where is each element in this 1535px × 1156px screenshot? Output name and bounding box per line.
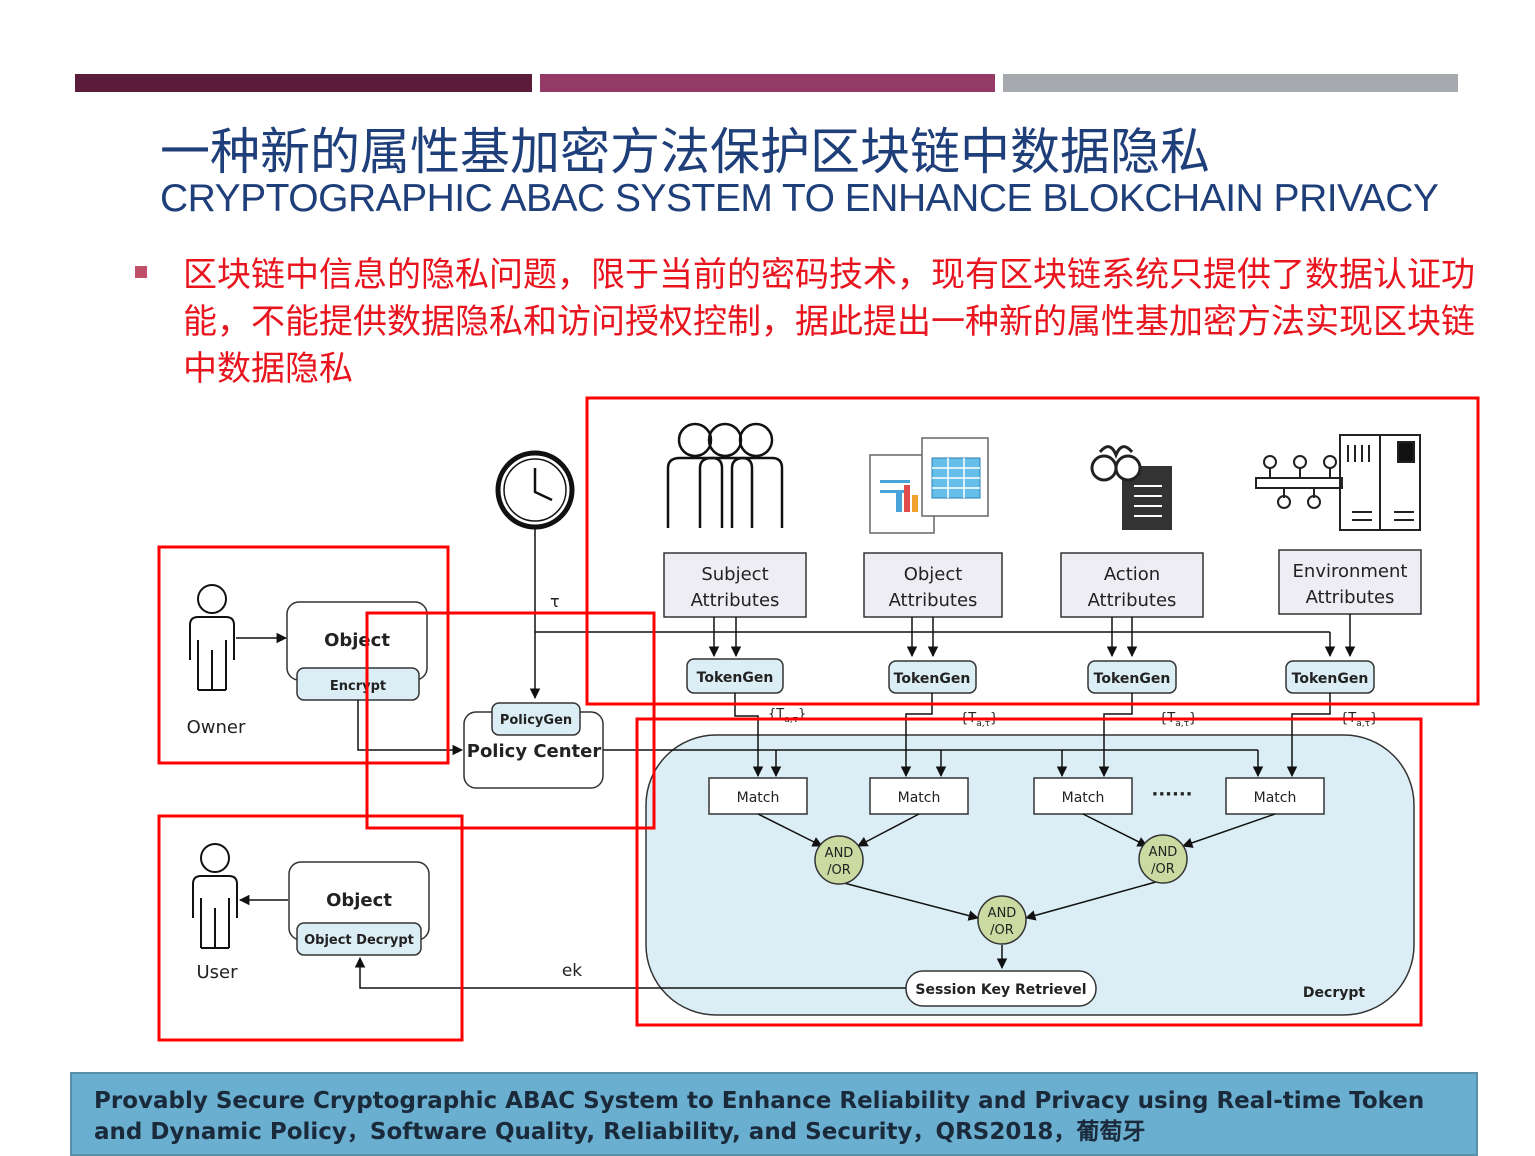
svg-text:Attributes: Attributes [1088, 590, 1177, 611]
token-label-1: {Ta,τ} [768, 707, 806, 725]
svg-text:AND: AND [825, 846, 854, 861]
clock-icon [495, 450, 575, 530]
svg-text:TokenGen: TokenGen [1292, 671, 1369, 687]
tokengen-environment: TokenGen [1285, 660, 1375, 694]
svg-text:Object: Object [324, 630, 390, 651]
svg-text:Session Key Retrievel: Session Key Retrievel [915, 982, 1086, 998]
svg-text:AND: AND [1149, 845, 1178, 860]
svg-text:Object: Object [904, 564, 963, 585]
header-bar-3 [1003, 74, 1458, 92]
owner-label: Owner [187, 717, 246, 738]
user-label: User [196, 962, 238, 983]
svg-text:TokenGen: TokenGen [1094, 671, 1171, 687]
svg-text:Attributes: Attributes [1306, 587, 1395, 608]
match-box-4: Match [1225, 777, 1325, 815]
header-bar-1 [75, 74, 532, 92]
environment-network-server-icon [1255, 434, 1421, 531]
ek-label: ek [562, 961, 582, 981]
subject-group-icon [666, 422, 784, 528]
bullet-text: 区块链中信息的隐私问题，限于当前的密码技术，现有区块链系统只提供了数据认证功能，… [183, 255, 1475, 389]
tokengen-subject: TokenGen [686, 658, 784, 694]
svg-text:TokenGen: TokenGen [894, 671, 971, 687]
svg-text:Encrypt: Encrypt [330, 679, 386, 694]
svg-text:/OR: /OR [990, 923, 1014, 938]
object-documents-icon [869, 437, 989, 534]
svg-text:Match: Match [1062, 790, 1105, 806]
subject-attributes-box: Subject Attributes [663, 552, 807, 618]
highlight-boxes [157, 396, 1480, 1042]
svg-text:Subject: Subject [701, 564, 768, 585]
tokengen-action: TokenGen [1087, 660, 1177, 694]
svg-text:/OR: /OR [827, 863, 851, 878]
and-or-node-left: AND /OR [814, 835, 864, 885]
svg-text:Match: Match [1254, 790, 1297, 806]
and-or-node-center: AND /OR [977, 895, 1027, 945]
user-person-icon [192, 843, 238, 949]
svg-text:Object: Object [326, 890, 392, 911]
citation-footer: Provably Secure Cryptographic ABAC Syste… [70, 1072, 1478, 1156]
svg-text:Environment: Environment [1293, 561, 1408, 582]
header-bar-2 [540, 74, 995, 92]
bullet-marker [135, 266, 147, 278]
and-or-node-right: AND /OR [1138, 834, 1188, 884]
svg-text:Attributes: Attributes [691, 590, 780, 611]
environment-attributes-box: Environment Attributes [1278, 549, 1422, 615]
tau-label: τ [550, 592, 560, 611]
svg-text:{Ta,τ}: {Ta,τ} [768, 707, 806, 725]
session-key-retrieval: Session Key Retrievel [905, 970, 1097, 1007]
decrypt-region [645, 734, 1415, 1016]
svg-text:PolicyGen: PolicyGen [500, 713, 572, 728]
match-box-2: Match [869, 777, 969, 815]
svg-text:AND: AND [988, 906, 1017, 921]
page-title-english: CRYPTOGRAPHIC ABAC SYSTEM TO ENHANCE BLO… [160, 177, 1439, 220]
action-glasses-document-icon [1090, 445, 1172, 530]
match-box-1: Match [708, 777, 808, 815]
action-attributes-box: Action Attributes [1060, 552, 1204, 618]
object-attributes-box: Object Attributes [863, 552, 1003, 618]
decrypt-label: Decrypt [1303, 985, 1365, 1001]
svg-text:/OR: /OR [1151, 862, 1175, 877]
svg-text:Match: Match [737, 790, 780, 806]
svg-text:Action: Action [1104, 564, 1160, 585]
owner-object-box: Object Encrypt [286, 601, 428, 701]
svg-text:Attributes: Attributes [889, 590, 978, 611]
page-title-chinese: 一种新的属性基加密方法保护区块链中数据隐私 [160, 123, 1210, 181]
svg-text:TokenGen: TokenGen [697, 670, 774, 686]
match-box-3: Match [1033, 777, 1133, 815]
ellipsis-dots: ······ [1151, 784, 1192, 805]
user-object-box: Object Object Decrypt [288, 861, 430, 956]
svg-text:Object Decrypt: Object Decrypt [304, 933, 414, 948]
tokengen-object: TokenGen [888, 660, 977, 694]
svg-text:Policy Center: Policy Center [467, 741, 602, 762]
owner-person-icon [189, 584, 235, 691]
policy-center-box: PolicyGen Policy Center [463, 702, 604, 789]
svg-text:Match: Match [898, 790, 941, 806]
